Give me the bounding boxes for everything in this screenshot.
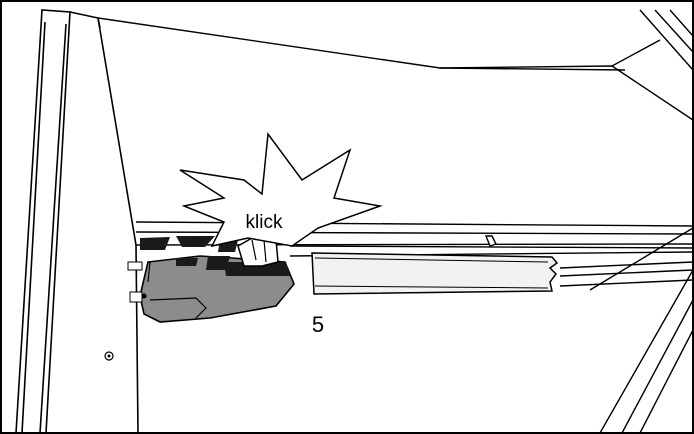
sliding-bar bbox=[311, 252, 559, 295]
appliance-door-edge bbox=[15, 9, 139, 434]
cabinet-side-panel bbox=[589, 227, 694, 434]
click-burst-callout bbox=[179, 131, 383, 248]
guide-rail bbox=[135, 221, 694, 287]
click-callout-label: klick bbox=[246, 212, 283, 233]
step-number-label: 5 bbox=[312, 312, 324, 337]
door-screw bbox=[104, 351, 114, 361]
mounting-clip-part bbox=[127, 255, 295, 323]
cabinet-ceiling bbox=[97, 9, 694, 121]
